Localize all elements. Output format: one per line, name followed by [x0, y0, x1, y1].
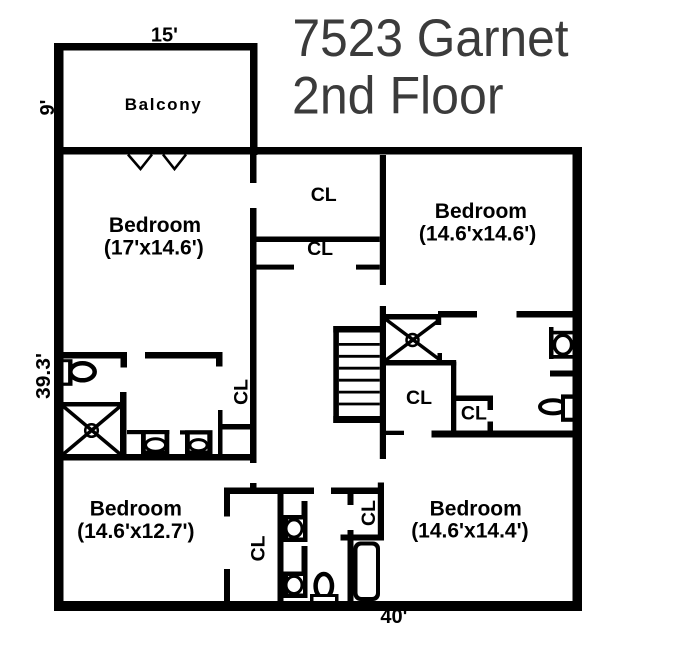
svg-text:(17'x14.6'): (17'x14.6') [104, 236, 204, 259]
svg-text:CL: CL [358, 500, 380, 526]
svg-text:CL: CL [247, 535, 269, 561]
svg-text:Bedroom: Bedroom [90, 498, 182, 521]
svg-text:CL: CL [406, 387, 432, 409]
svg-text:Balcony: Balcony [125, 95, 202, 114]
svg-text:(14.6'x14.6'): (14.6'x14.6') [419, 222, 536, 245]
svg-text:39.3': 39.3' [33, 353, 55, 399]
svg-text:Bedroom: Bedroom [109, 214, 201, 237]
svg-text:(14.6'x12.7'): (14.6'x12.7') [77, 520, 194, 543]
svg-text:9': 9' [37, 100, 59, 116]
svg-text:Bedroom: Bedroom [430, 498, 522, 521]
svg-text:40': 40' [380, 606, 407, 628]
svg-text:7523 Garnet: 7523 Garnet [293, 9, 569, 68]
svg-text:15': 15' [151, 25, 178, 47]
svg-text:2nd Floor: 2nd Floor [292, 67, 504, 126]
svg-text:CL: CL [230, 379, 252, 405]
svg-text:CL: CL [311, 184, 337, 206]
svg-text:CL: CL [307, 238, 333, 260]
svg-text:Bedroom: Bedroom [435, 200, 527, 223]
svg-text:CL: CL [461, 402, 487, 424]
svg-text:(14.6'x14.4'): (14.6'x14.4') [411, 520, 528, 543]
